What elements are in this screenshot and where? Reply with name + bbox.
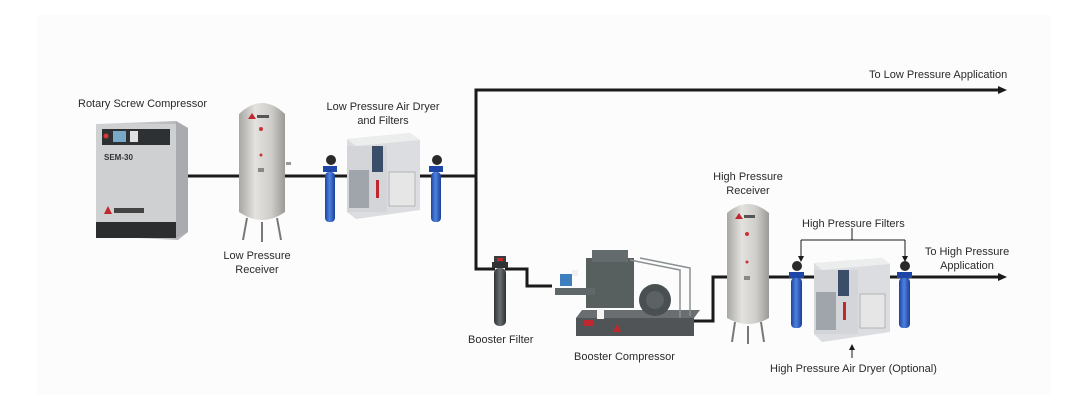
label-line: Receiver: [235, 264, 279, 276]
label-line: Low Pressure: [223, 250, 291, 262]
label-to-high-pressure-application: To High Pressure Application: [918, 245, 1016, 273]
label-line: and Filters: [357, 115, 409, 127]
label-line: Application: [940, 260, 994, 272]
low-pressure-receiver[interactable]: [239, 103, 291, 242]
label-high-pressure-filters: High Pressure Filters: [802, 218, 905, 230]
high-pressure-filter-1[interactable]: [789, 261, 804, 328]
arrow-high-pressure-icon: [998, 273, 1007, 281]
pipe-compressor-to-hp-receiver: [690, 275, 730, 323]
hp-filters-callout: [800, 228, 906, 258]
high-pressure-air-dryer[interactable]: [814, 258, 890, 342]
booster-compressor[interactable]: [555, 250, 700, 336]
compressor-model-text: SEM-30: [104, 153, 133, 162]
label-line: To High Pressure: [924, 246, 1010, 258]
rotary-screw-compressor[interactable]: SEM-30: [96, 121, 188, 240]
high-pressure-receiver[interactable]: [727, 204, 769, 344]
pipe-booster-filter-to-compressor: [505, 267, 552, 288]
label-to-low-pressure-application: To Low Pressure Application: [869, 69, 1008, 81]
label-booster-filter: Booster Filter: [468, 334, 534, 346]
label-high-pressure-receiver: High Pressure Receiver: [708, 170, 788, 198]
low-pressure-filter-2[interactable]: [429, 155, 443, 222]
booster-filter[interactable]: [492, 256, 508, 326]
label-line: Receiver: [726, 185, 770, 197]
label-booster-compressor: Booster Compressor: [574, 351, 675, 363]
label-line: High Pressure: [713, 171, 783, 183]
arrow-low-pressure-icon: [998, 86, 1007, 94]
hp-filter-1-pointer-icon: [798, 256, 804, 262]
label-rotary-screw-compressor: Rotary Screw Compressor: [78, 98, 207, 110]
hp-filter-2-pointer-icon: [902, 256, 908, 262]
hp-dryer-pointer-icon: [849, 344, 855, 350]
pipe-to-low-pressure-application: [474, 88, 1000, 176]
label-line: Low Pressure Air Dryer: [326, 101, 440, 113]
pipe-to-booster-filter: [474, 176, 495, 271]
low-pressure-filter-1[interactable]: [323, 155, 337, 222]
label-low-pressure-dryer: Low Pressure Air Dryer and Filters: [322, 100, 444, 128]
label-high-pressure-air-dryer: High Pressure Air Dryer (Optional): [770, 363, 937, 375]
high-pressure-filter-2[interactable]: [897, 261, 912, 328]
label-low-pressure-receiver: Low Pressure Receiver: [222, 249, 292, 277]
low-pressure-air-dryer[interactable]: [347, 133, 420, 219]
